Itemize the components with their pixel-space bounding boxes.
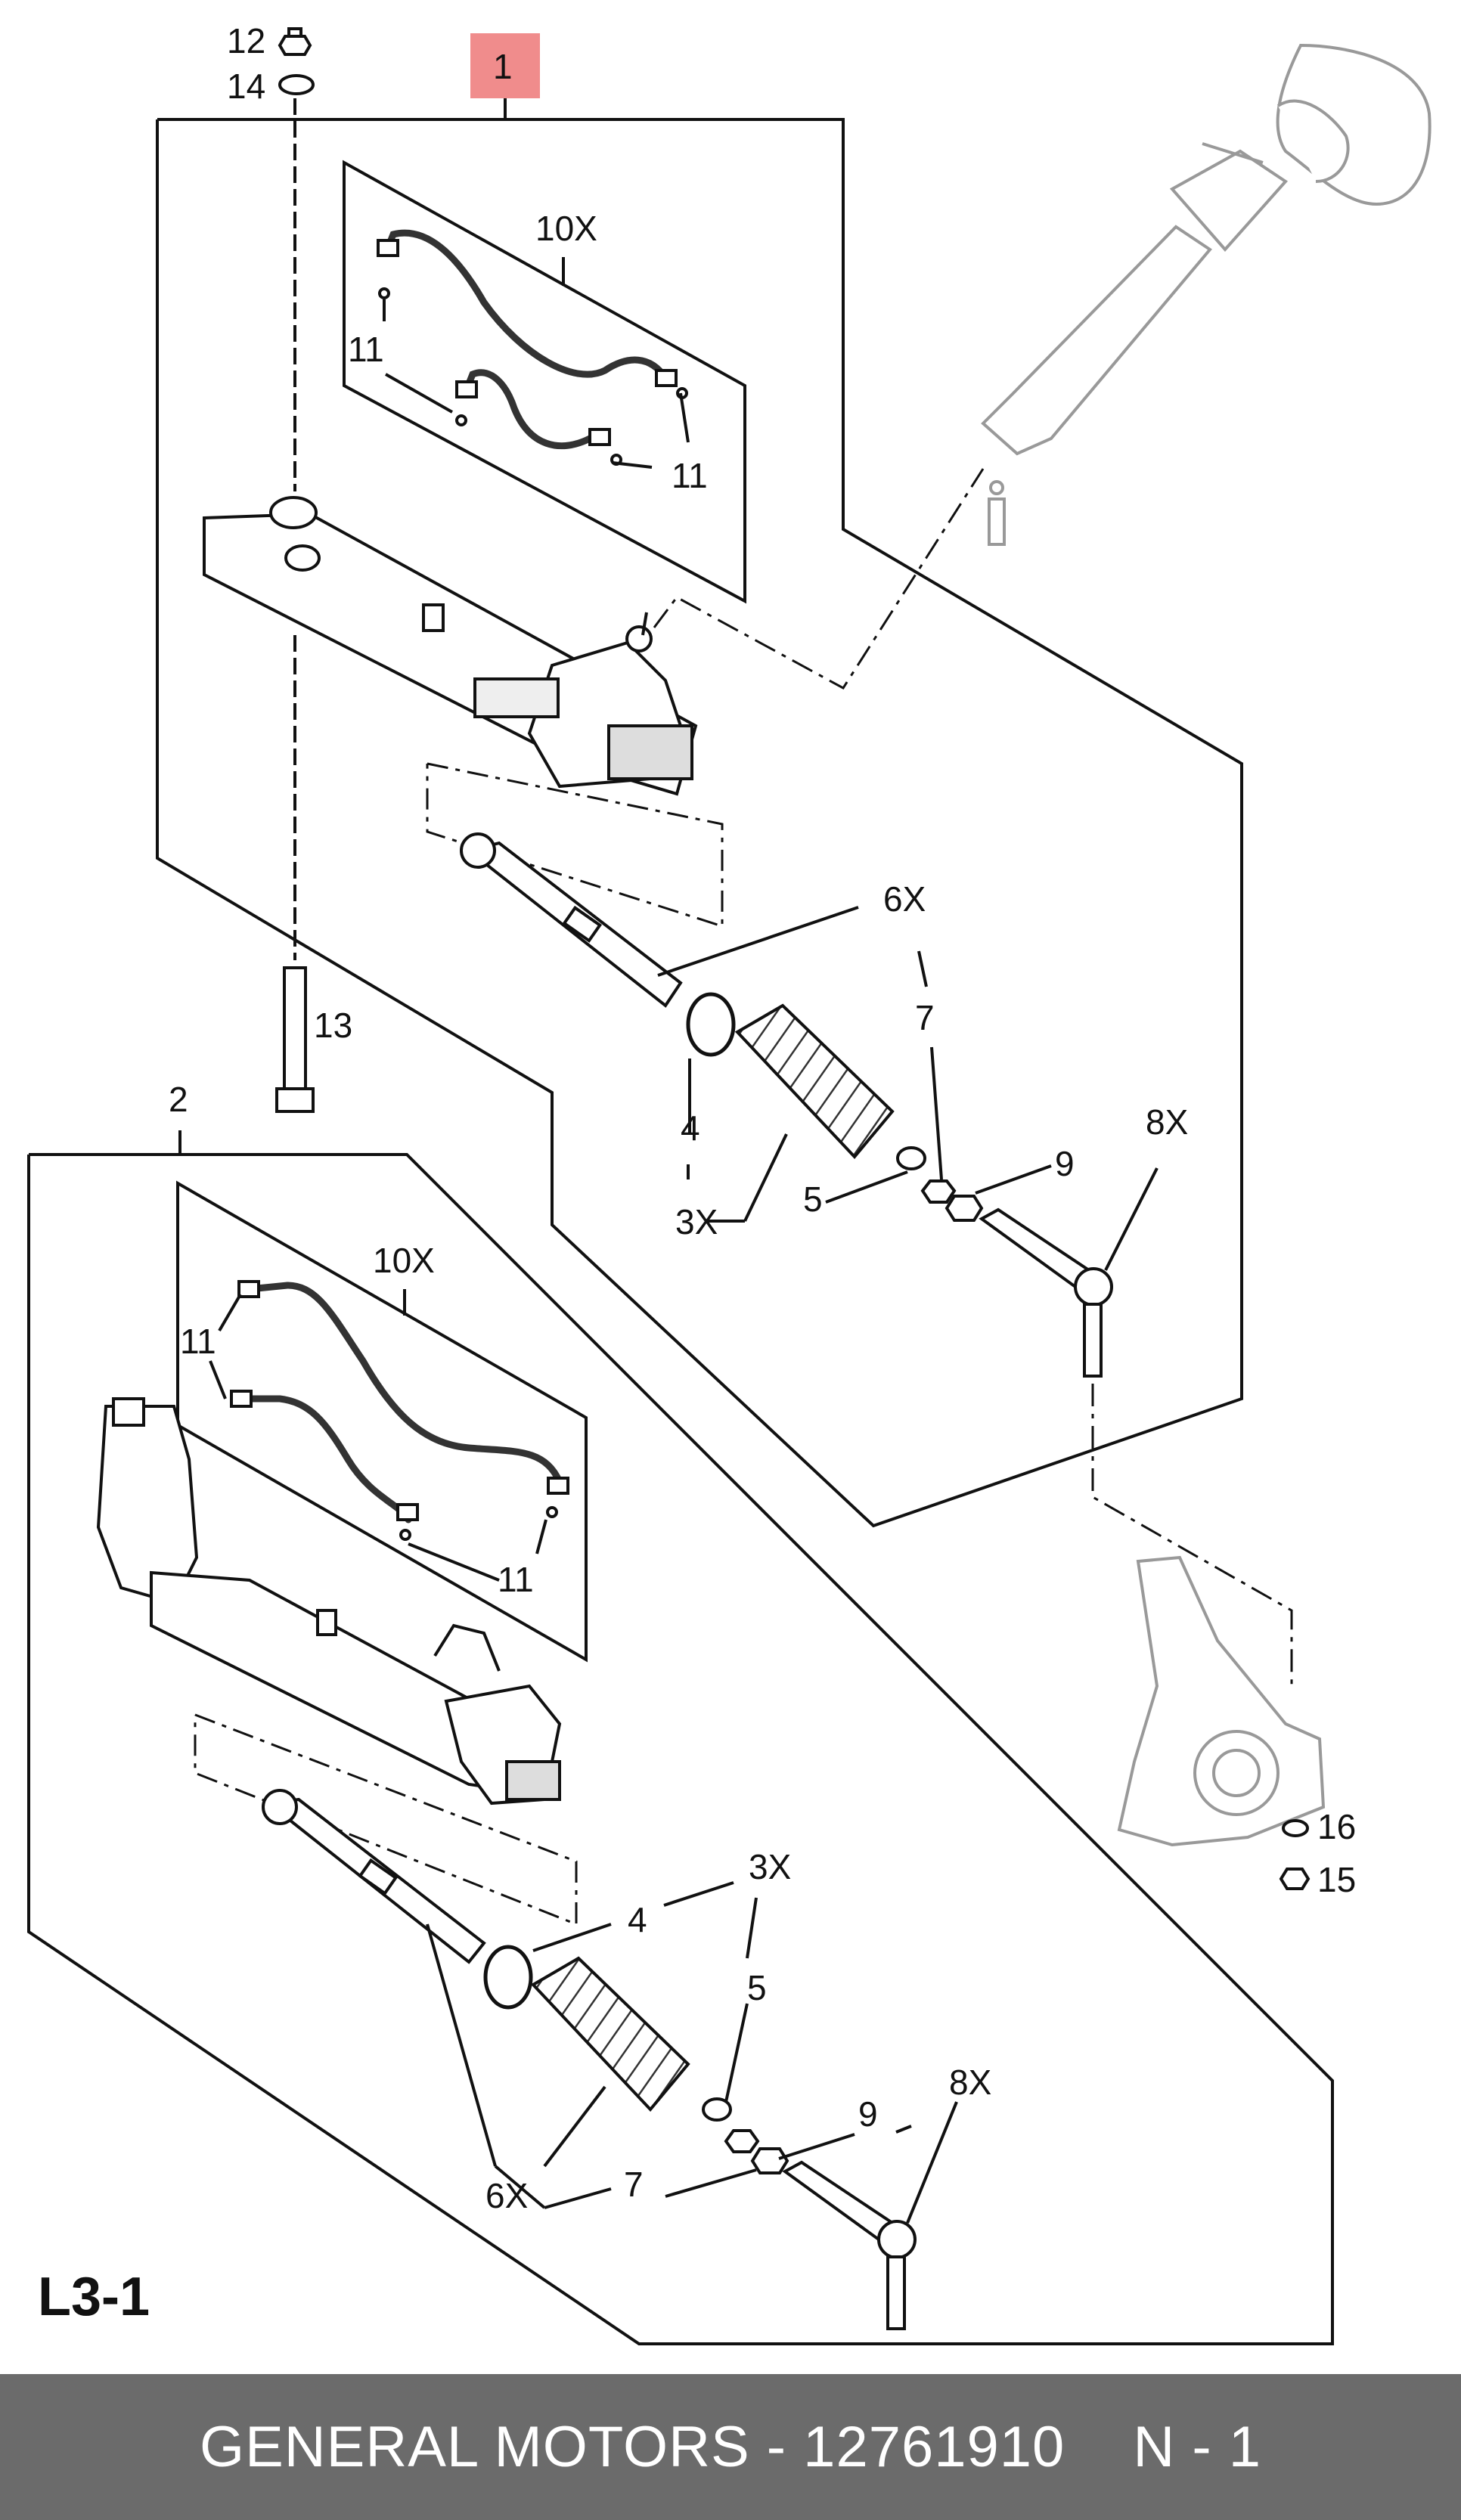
leaders-bottom-kit — [209, 1293, 547, 1582]
callout-10x-bottom: 10X — [373, 1241, 435, 1280]
footer-bar: GENERAL MOTORS - 12761910 N - 1 — [0, 2374, 1461, 2520]
outer-tie-rod-end-top — [979, 1207, 1113, 1378]
hose-kit-box-top — [343, 160, 746, 604]
knuckle-connection-line — [1091, 1384, 1293, 1686]
callout-14: 14 — [227, 67, 265, 106]
callout-7-top: 7 — [915, 998, 935, 1037]
washer-14 — [278, 74, 315, 95]
steering-rack-housing-bottom — [96, 1397, 562, 1806]
callout-1: 1 — [493, 47, 513, 86]
pinion-connection-line — [653, 468, 985, 690]
callout-15: 15 — [1317, 1860, 1356, 1899]
callout-8x-top: 8X — [1146, 1102, 1188, 1142]
callout-3x-top: 3X — [675, 1202, 718, 1241]
boot-3-bottom — [530, 1956, 690, 2112]
assembly-2-frame — [27, 1130, 1334, 2345]
callout-4-top: 4 — [681, 1108, 700, 1148]
nut-15 — [1279, 1868, 1311, 1890]
hose-fittings-bottom — [230, 1280, 569, 1541]
hose-lines-bottom — [238, 1282, 563, 1523]
callout-12: 12 — [227, 21, 265, 60]
callout-11-a: 11 — [348, 330, 384, 369]
callout-8x-bottom: 8X — [949, 2063, 991, 2102]
nut-12 — [278, 27, 312, 56]
small-parts-top — [896, 1146, 984, 1222]
callout-2: 2 — [169, 1080, 188, 1119]
callout-11-d: 11 — [498, 1560, 534, 1599]
bolt-13 — [275, 966, 315, 1113]
steering-knuckle-grey — [1117, 1555, 1326, 1847]
callout-10x-top: 10X — [535, 209, 597, 248]
small-parts-bottom — [702, 2097, 789, 2174]
exploded-parts-diagram: 1 10X 11 11 — [27, 21, 1432, 2345]
rack-dash-box-top — [426, 762, 724, 928]
outer-tie-rod-end-bottom — [782, 2160, 917, 2330]
inner-tie-rod-bottom — [262, 1789, 486, 1964]
callout-9-bottom: 9 — [858, 2094, 878, 2134]
assembly-1-frame — [156, 98, 1243, 1528]
steering-column-grey — [981, 43, 1432, 546]
callout-5-top: 5 — [803, 1179, 823, 1219]
leaders-top-group — [657, 906, 1159, 1271]
callout-6x-top: 6X — [883, 879, 926, 919]
footer-brand-part: GENERAL MOTORS - 12761910 — [199, 2415, 1066, 2479]
callout-16: 16 — [1317, 1807, 1356, 1846]
steering-rack-housing-top — [203, 496, 698, 796]
washer-16 — [1282, 1819, 1309, 1837]
callout-4-bottom: 4 — [628, 1900, 647, 1939]
callout-7-bottom: 7 — [624, 2165, 644, 2204]
leaders-bottom-group — [426, 1881, 958, 2224]
hose-lines-top — [383, 229, 669, 450]
boot-3-top — [734, 1003, 895, 1160]
footer-sheet: N - 1 — [1133, 2415, 1262, 2479]
rack-dash-box-bottom — [194, 1713, 578, 1926]
callout-11-b: 11 — [672, 456, 708, 495]
inner-tie-rod-top — [460, 832, 683, 1008]
callout-11-c: 11 — [180, 1322, 216, 1361]
page-code: L3-1 — [38, 2267, 150, 2327]
hose-fittings-top — [377, 239, 688, 466]
clamp-4-bottom — [483, 1945, 533, 2010]
callout-9-top: 9 — [1055, 1144, 1075, 1183]
hose-kit-box-bottom — [176, 1180, 588, 1663]
callout-13: 13 — [314, 1006, 352, 1045]
leaders-top-kit — [383, 299, 690, 469]
callout-3x-bottom: 3X — [749, 1847, 791, 1886]
clamp-4-top — [686, 992, 736, 1057]
callout-6x-bottom: 6X — [485, 2176, 528, 2215]
assembly-1-highlight — [470, 33, 540, 98]
callout-5-bottom: 5 — [747, 1968, 767, 2007]
